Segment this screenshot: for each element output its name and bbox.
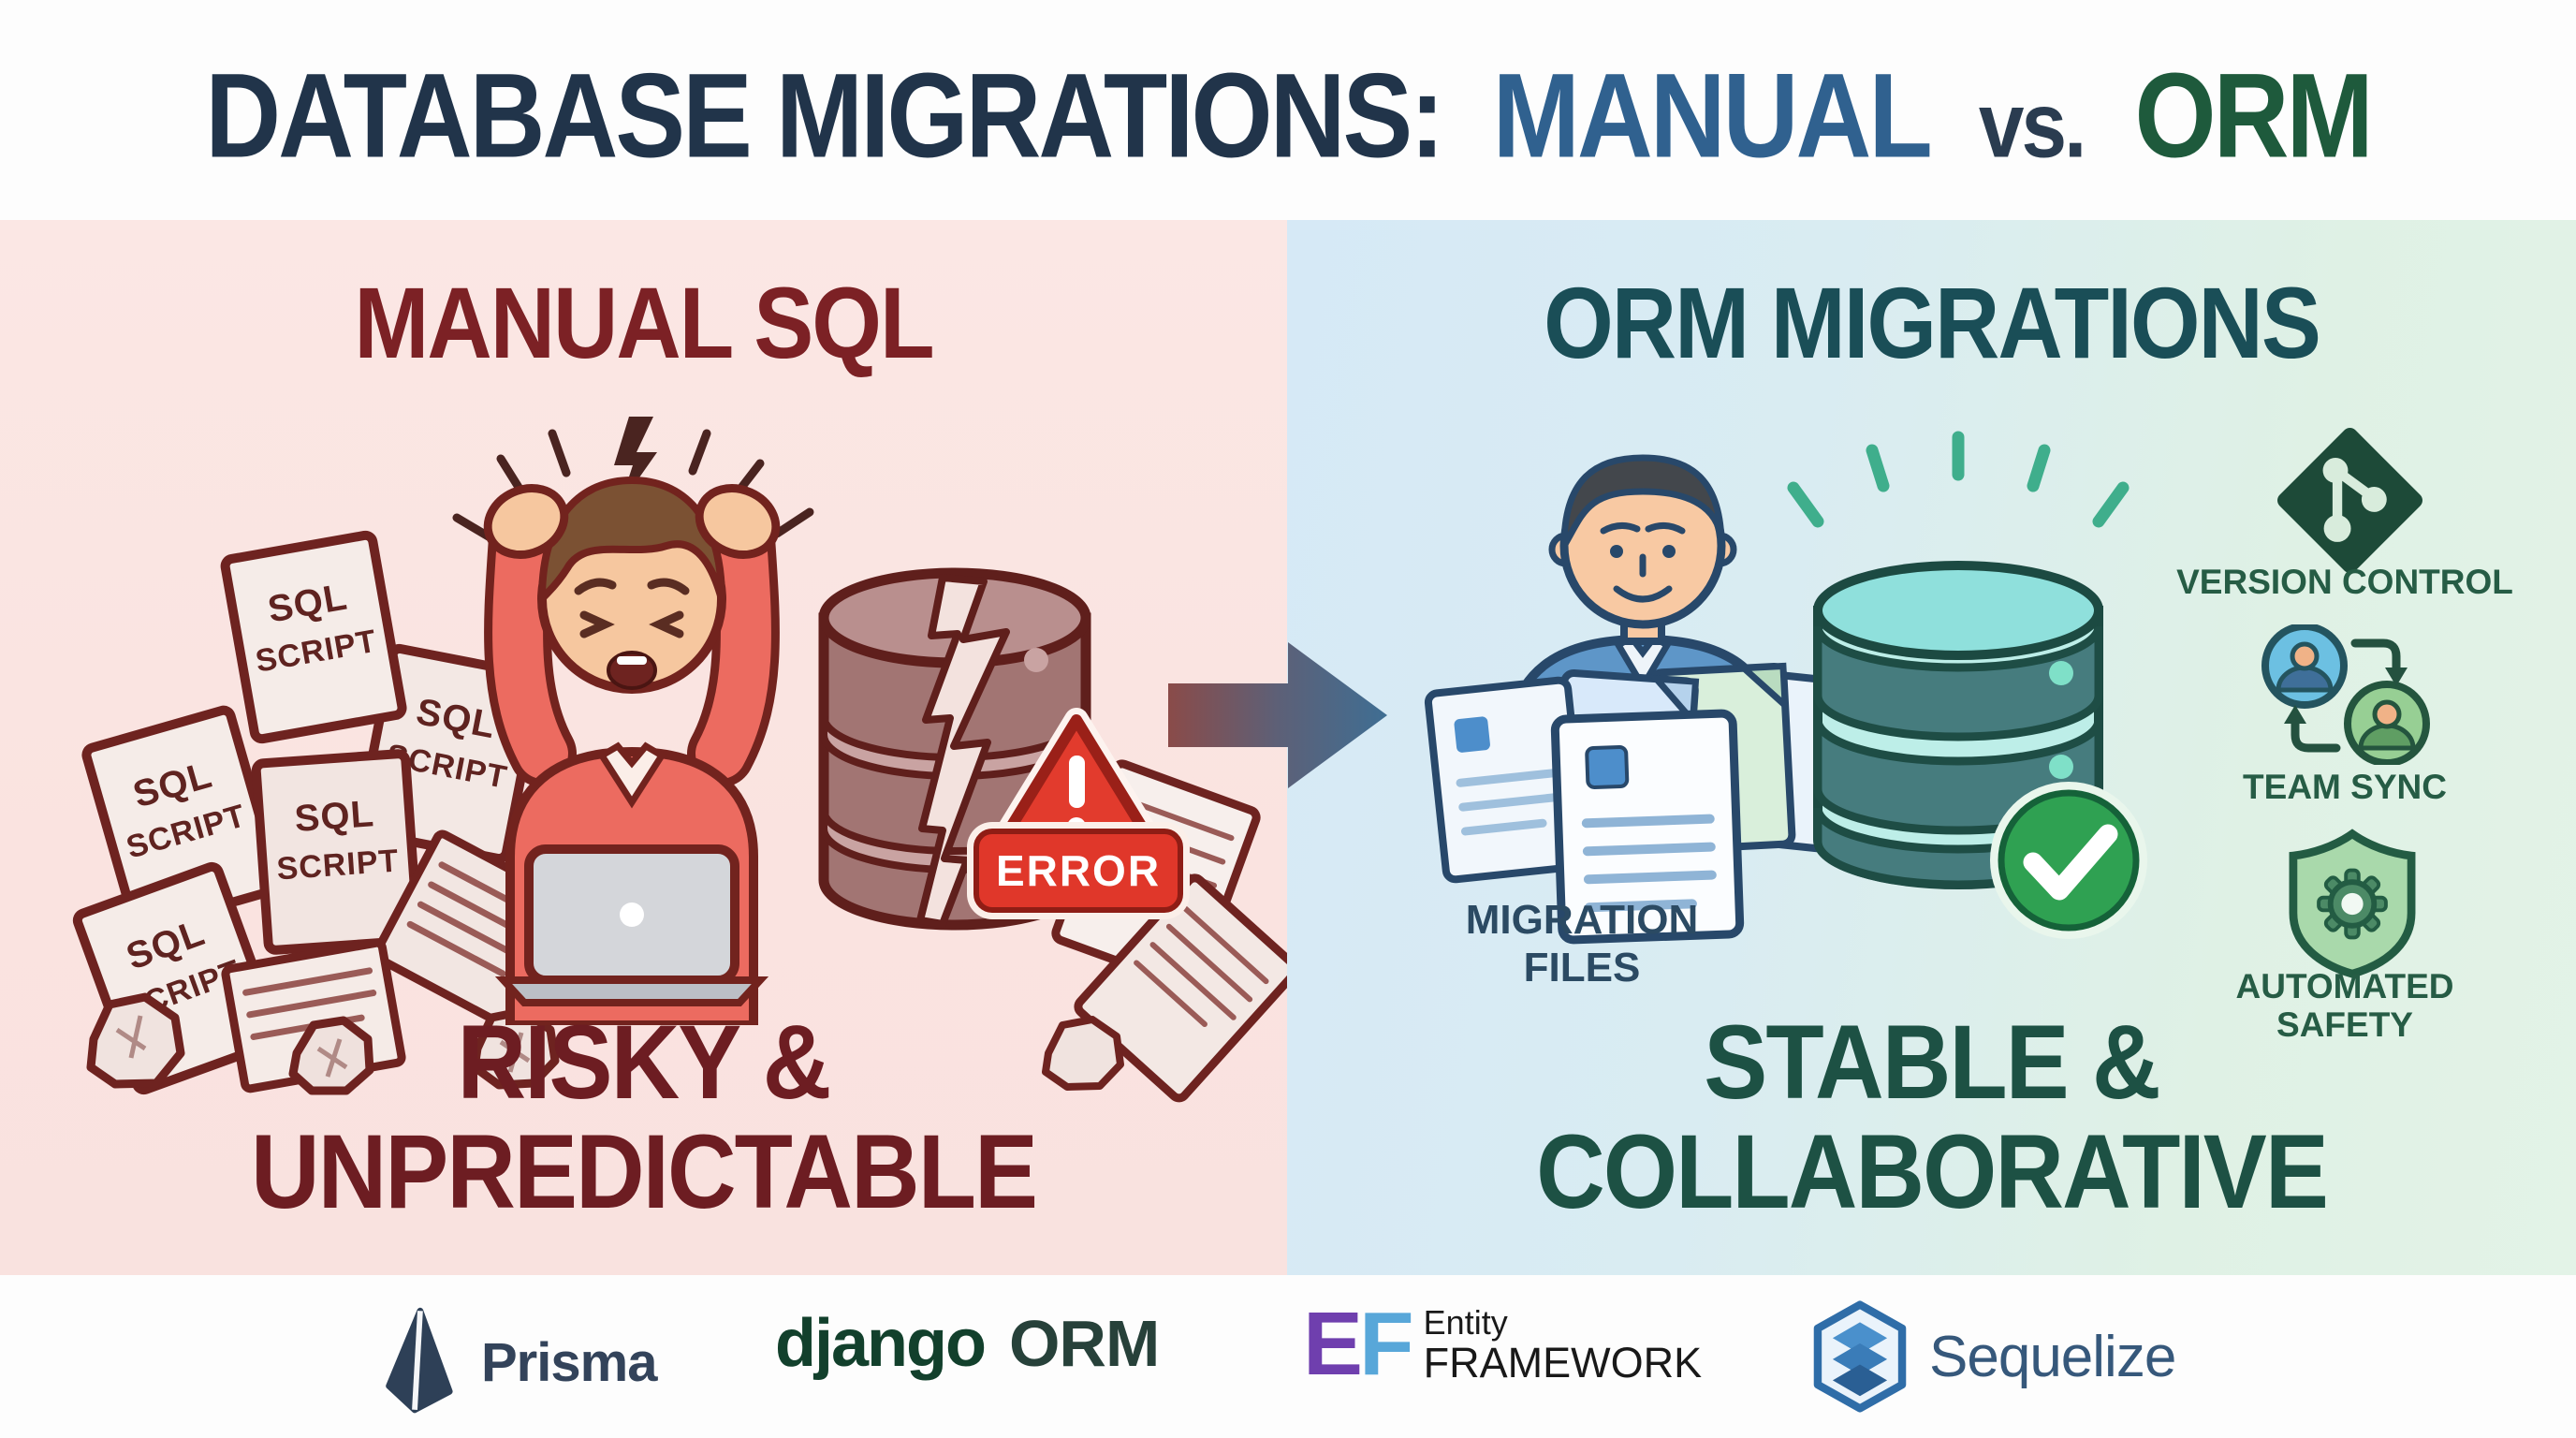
hair	[537, 476, 725, 613]
django-orm-label: ORM	[1008, 1307, 1160, 1380]
orm-tagline-line2: COLLABORATIVE	[1536, 1112, 2329, 1231]
git-version-control-icon	[2277, 428, 2422, 573]
footer-logos: Prisma django ORM EF Entity FRAMEWORK Se…	[0, 1275, 2576, 1438]
orm-tagline-line1: STABLE &	[1704, 1003, 2160, 1122]
migration-files-label: MIGRATION FILES	[1465, 897, 1699, 991]
ef-logo-icon: EF	[1303, 1294, 1414, 1394]
check-circle-icon	[1990, 782, 2147, 939]
user-green	[2344, 681, 2430, 765]
sequelize-logo-icon	[1813, 1300, 1907, 1413]
manual-sql-heading: MANUAL SQL	[354, 267, 934, 380]
sql-script-paper: SQL SCRIPT	[251, 749, 423, 955]
title-orm: ORM	[2134, 48, 2374, 183]
sequelize-logo-group: Sequelize	[1811, 1299, 2176, 1414]
entity-framework-label: Entity FRAMEWORK	[1423, 1302, 1703, 1387]
orm-tagline: STABLE & COLLABORATIVE	[1287, 1007, 2576, 1225]
prisma-label: Prisma	[481, 1331, 657, 1393]
title-vs: vs.	[1978, 71, 2086, 177]
title-database-migrations: DATABASE MIGRATIONS:	[205, 48, 1444, 183]
team-sync-icon	[2261, 624, 2430, 765]
stressed-developer-illustration	[452, 417, 814, 1025]
svg-text:SCRIPT: SCRIPT	[275, 843, 400, 887]
error-badge-label: ERROR	[995, 846, 1162, 895]
face	[574, 578, 690, 638]
prisma-logo-icon	[386, 1307, 453, 1414]
crack	[916, 574, 1010, 928]
collar	[597, 741, 666, 809]
django-orm-logo-group: django ORM	[775, 1305, 1160, 1382]
gear	[2317, 868, 2388, 940]
orm-migrations-panel: ORM MIGRATIONS	[1287, 220, 2576, 1275]
automated-safety-label: AUTOMATED SAFETY	[2235, 967, 2454, 1045]
team-sync-label: TEAM SYNC	[2243, 768, 2447, 806]
shine-marks	[1787, 431, 2130, 528]
manual-tagline: RISKY & UNPREDICTABLE	[0, 1007, 1287, 1225]
user-blue	[2261, 624, 2348, 709]
manual-sql-panel: MANUAL SQL SQL SCRIPT SQL SCRIPT SQL SCR…	[0, 220, 1287, 1275]
svg-text:SQL: SQL	[293, 793, 375, 840]
sync-arrows	[2291, 638, 2401, 753]
manual-tagline-line1: RISKY &	[457, 1003, 832, 1122]
sql-script-paper: SQL SCRIPT	[220, 530, 407, 744]
orm-migrations-heading: ORM MIGRATIONS	[1544, 267, 2321, 380]
hands	[483, 484, 781, 559]
prisma-logo-group: Prisma	[374, 1303, 657, 1421]
title-manual: MANUAL	[1492, 48, 1931, 183]
version-control-label: VERSION CONTROL	[2176, 563, 2513, 601]
django-label: django	[775, 1306, 987, 1381]
entity-framework-logo-group: EF Entity FRAMEWORK	[1303, 1299, 1702, 1389]
manual-tagline-line2: UNPREDICTABLE	[250, 1112, 1038, 1231]
error-badge: ERROR	[973, 829, 1183, 913]
developer-with-migration-files-illustration	[1424, 454, 1861, 945]
laptop	[494, 844, 769, 1006]
healthy-database-illustration	[1787, 431, 2147, 939]
lined-paper	[1074, 873, 1287, 1103]
crumpled-paper-ball	[86, 992, 185, 1089]
shield-gear-icon	[2289, 829, 2416, 978]
crumpled-paper-ball	[470, 1006, 560, 1090]
transition-arrow-icon	[1168, 642, 1387, 788]
crumpled-paper-ball	[1042, 1016, 1124, 1091]
sequelize-label: Sequelize	[1929, 1324, 2176, 1389]
lightning-bolt-icon	[614, 417, 657, 506]
page-title: DATABASE MIGRATIONS: MANUAL vs. ORM	[0, 26, 2576, 204]
crumpled-paper-ball	[288, 1016, 374, 1095]
